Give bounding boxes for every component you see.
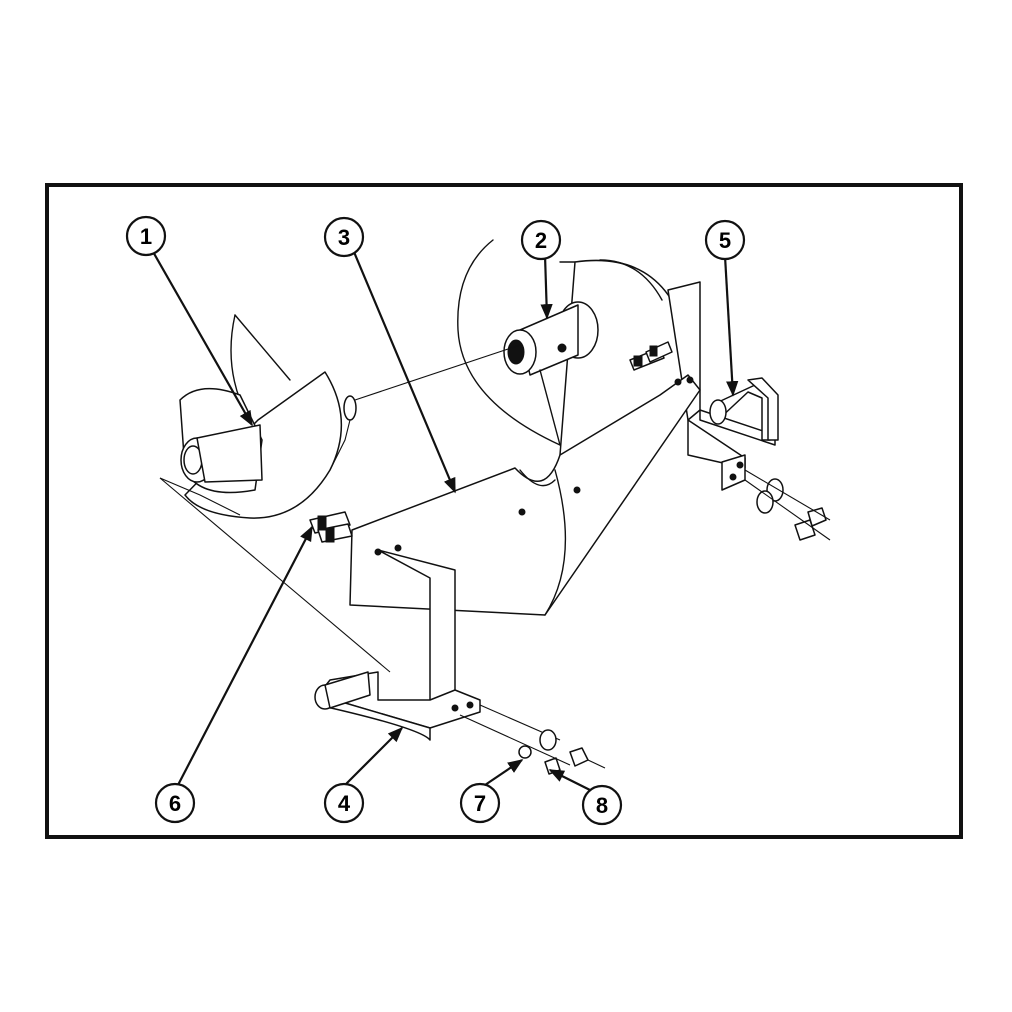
callout-7-label: 7 (474, 791, 486, 816)
callout-3: 3 (323, 216, 365, 258)
callout-5: 5 (704, 219, 746, 261)
callout-1-label: 1 (140, 224, 152, 249)
leader-lines (151, 249, 739, 791)
callout-4: 4 (323, 782, 365, 824)
callout-1: 1 (125, 215, 167, 257)
callout-7: 7 (459, 782, 501, 824)
callout-2: 2 (520, 219, 562, 261)
callout-4-label: 4 (338, 791, 351, 816)
center-body-panel (349, 341, 701, 616)
callout-8: 8 (581, 784, 623, 826)
right-disc-assembly (457, 239, 691, 456)
callout-5-label: 5 (719, 228, 731, 253)
callout-6-label: 6 (169, 791, 181, 816)
callout-6: 6 (154, 782, 196, 824)
left-bolts (309, 511, 353, 543)
callout-3-label: 3 (338, 225, 350, 250)
callout-2-label: 2 (535, 228, 547, 253)
callout-8-label: 8 (596, 793, 608, 818)
